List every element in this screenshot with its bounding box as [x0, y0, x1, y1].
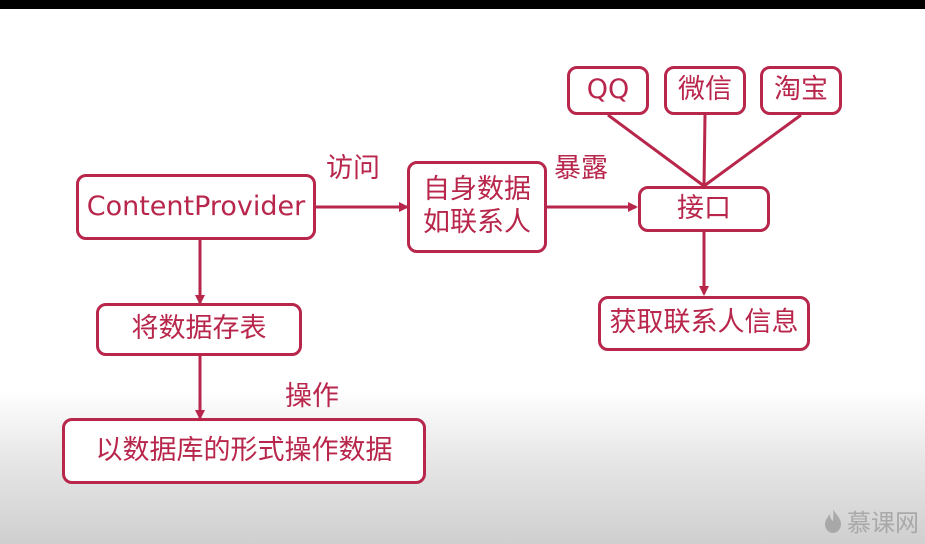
get-contacts-node: 获取联系人信息: [598, 296, 810, 351]
line-wechat-to-interface: [702, 114, 707, 187]
interface-node: 接口: [638, 186, 770, 232]
top-black-bar: [0, 0, 925, 9]
watermark-text: 慕课网: [847, 509, 919, 537]
operate-edge-label: 操作: [285, 381, 339, 412]
store-table-node: 将数据存表: [96, 303, 302, 356]
taobao-node: 淘宝: [760, 66, 842, 115]
watermark: 慕课网: [823, 503, 919, 538]
expose-edge-label: 暴露: [554, 153, 608, 184]
access-edge-label: 访问: [326, 153, 380, 184]
own-data-node: 自身数据 如联系人: [407, 161, 547, 253]
content-provider-node: ContentProvider: [76, 174, 316, 240]
qq-node: QQ: [567, 66, 649, 115]
wechat-node: 微信: [664, 66, 746, 115]
database-operate-node: 以数据库的形式操作数据: [62, 418, 426, 484]
flame-icon: [825, 508, 841, 533]
line-qq-to-interface: [607, 113, 705, 188]
line-taobao-to-interface: [703, 113, 802, 188]
